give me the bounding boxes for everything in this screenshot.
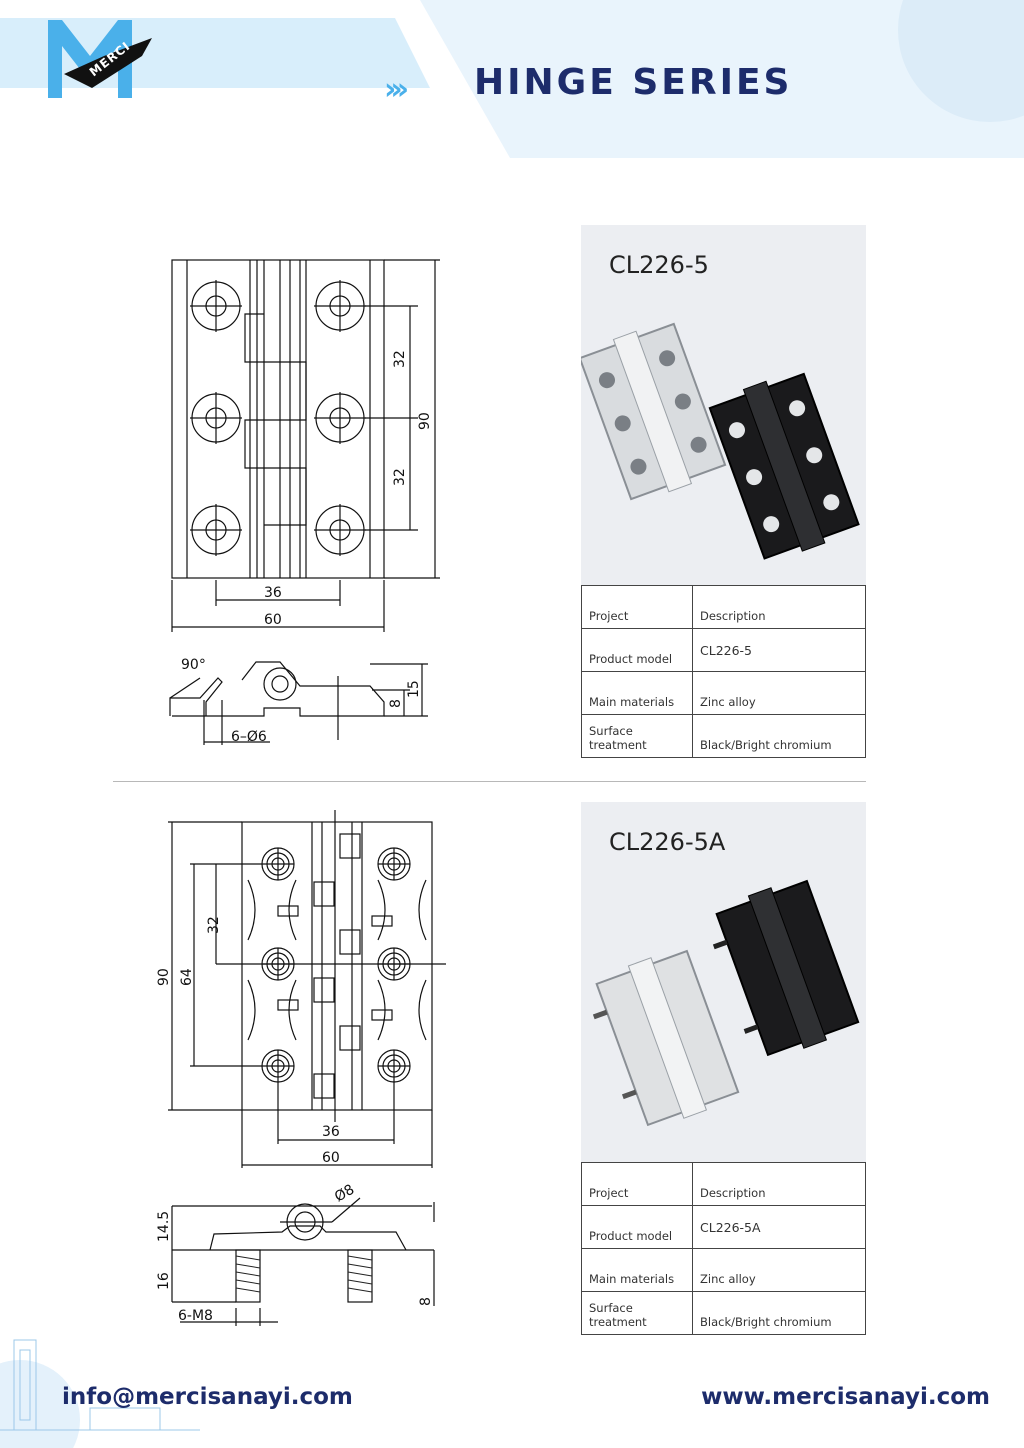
footer-website-link[interactable]: www.mercisanayi.com [701, 1384, 990, 1410]
spec-label: Product model [581, 1205, 693, 1249]
spec-header-description: Description [692, 1162, 866, 1206]
technical-drawing-cl226-5: 32 32 90 36 60 90° 8 15 6–Ø6 [169, 259, 440, 745]
product-model-title: CL226-5 [609, 251, 709, 279]
spec-header-project: Project [581, 585, 693, 629]
dim-angle: 90° [181, 657, 206, 673]
spec-value: Black/Bright chromium [692, 714, 866, 758]
dim-width: 60 [264, 612, 282, 628]
spec-label: Main materials [581, 1248, 693, 1292]
hinge-photo-pair [581, 322, 860, 560]
spec-label: Product model [581, 628, 693, 672]
spec-value: Zinc alloy [692, 671, 866, 715]
spec-value: CL226-5A [692, 1205, 866, 1249]
dim-span: 64 [179, 968, 195, 986]
dim-hole-width: 36 [322, 1124, 340, 1140]
spec-header-description: Description [692, 585, 866, 629]
hinge-photo-pair [592, 879, 860, 1127]
section-divider [113, 781, 866, 782]
dim-spacing-bottom: 32 [392, 468, 408, 486]
spec-value: CL226-5 [692, 628, 866, 672]
footer-email-link[interactable]: info@mercisanayi.com [62, 1384, 353, 1410]
product-image-panel-cl226-5a: CL226-5A [581, 802, 866, 1162]
footer-decoration [0, 1339, 200, 1448]
dim-height: 90 [417, 412, 433, 430]
product-model-title: CL226-5A [609, 828, 726, 856]
spec-value: Black/Bright chromium [692, 1291, 866, 1335]
dim-width: 60 [322, 1150, 340, 1166]
spec-value: Zinc alloy [692, 1248, 866, 1292]
dim-spacing-top: 32 [392, 350, 408, 368]
spec-header-project: Project [581, 1162, 693, 1206]
spec-table-cl226-5a: Project Description Product model CL226-… [581, 1162, 866, 1335]
spec-label: Surface treatment [581, 714, 693, 758]
dim-holes: 6–Ø6 [231, 729, 267, 745]
dim-studs: 6-M8 [178, 1308, 213, 1324]
dim-spacing: 32 [206, 916, 222, 934]
spec-label: Surface treatment [581, 1291, 693, 1335]
chevron-arrows-icon: ››› [384, 72, 409, 107]
spec-label: Main materials [581, 671, 693, 715]
dim-side-thickness: 8 [388, 699, 404, 708]
dim-stud-length: 16 [156, 1272, 172, 1290]
dim-side-height: 14.5 [156, 1211, 172, 1242]
dim-height: 90 [156, 968, 172, 986]
dim-side-thickness: 8 [418, 1297, 434, 1306]
spec-table-cl226-5: Project Description Product model CL226-… [581, 585, 866, 758]
merci-logo [48, 20, 152, 98]
technical-drawing-cl226-5a: 90 64 32 36 60 Ø8 14.5 16 6-M8 8 [156, 810, 446, 1326]
dim-side-height: 15 [406, 680, 422, 698]
page-title: HINGE SERIES [474, 62, 793, 103]
dim-pin: Ø8 [332, 1182, 357, 1206]
dim-hole-width: 36 [264, 585, 282, 601]
product-image-panel-cl226-5: CL226-5 [581, 225, 866, 585]
